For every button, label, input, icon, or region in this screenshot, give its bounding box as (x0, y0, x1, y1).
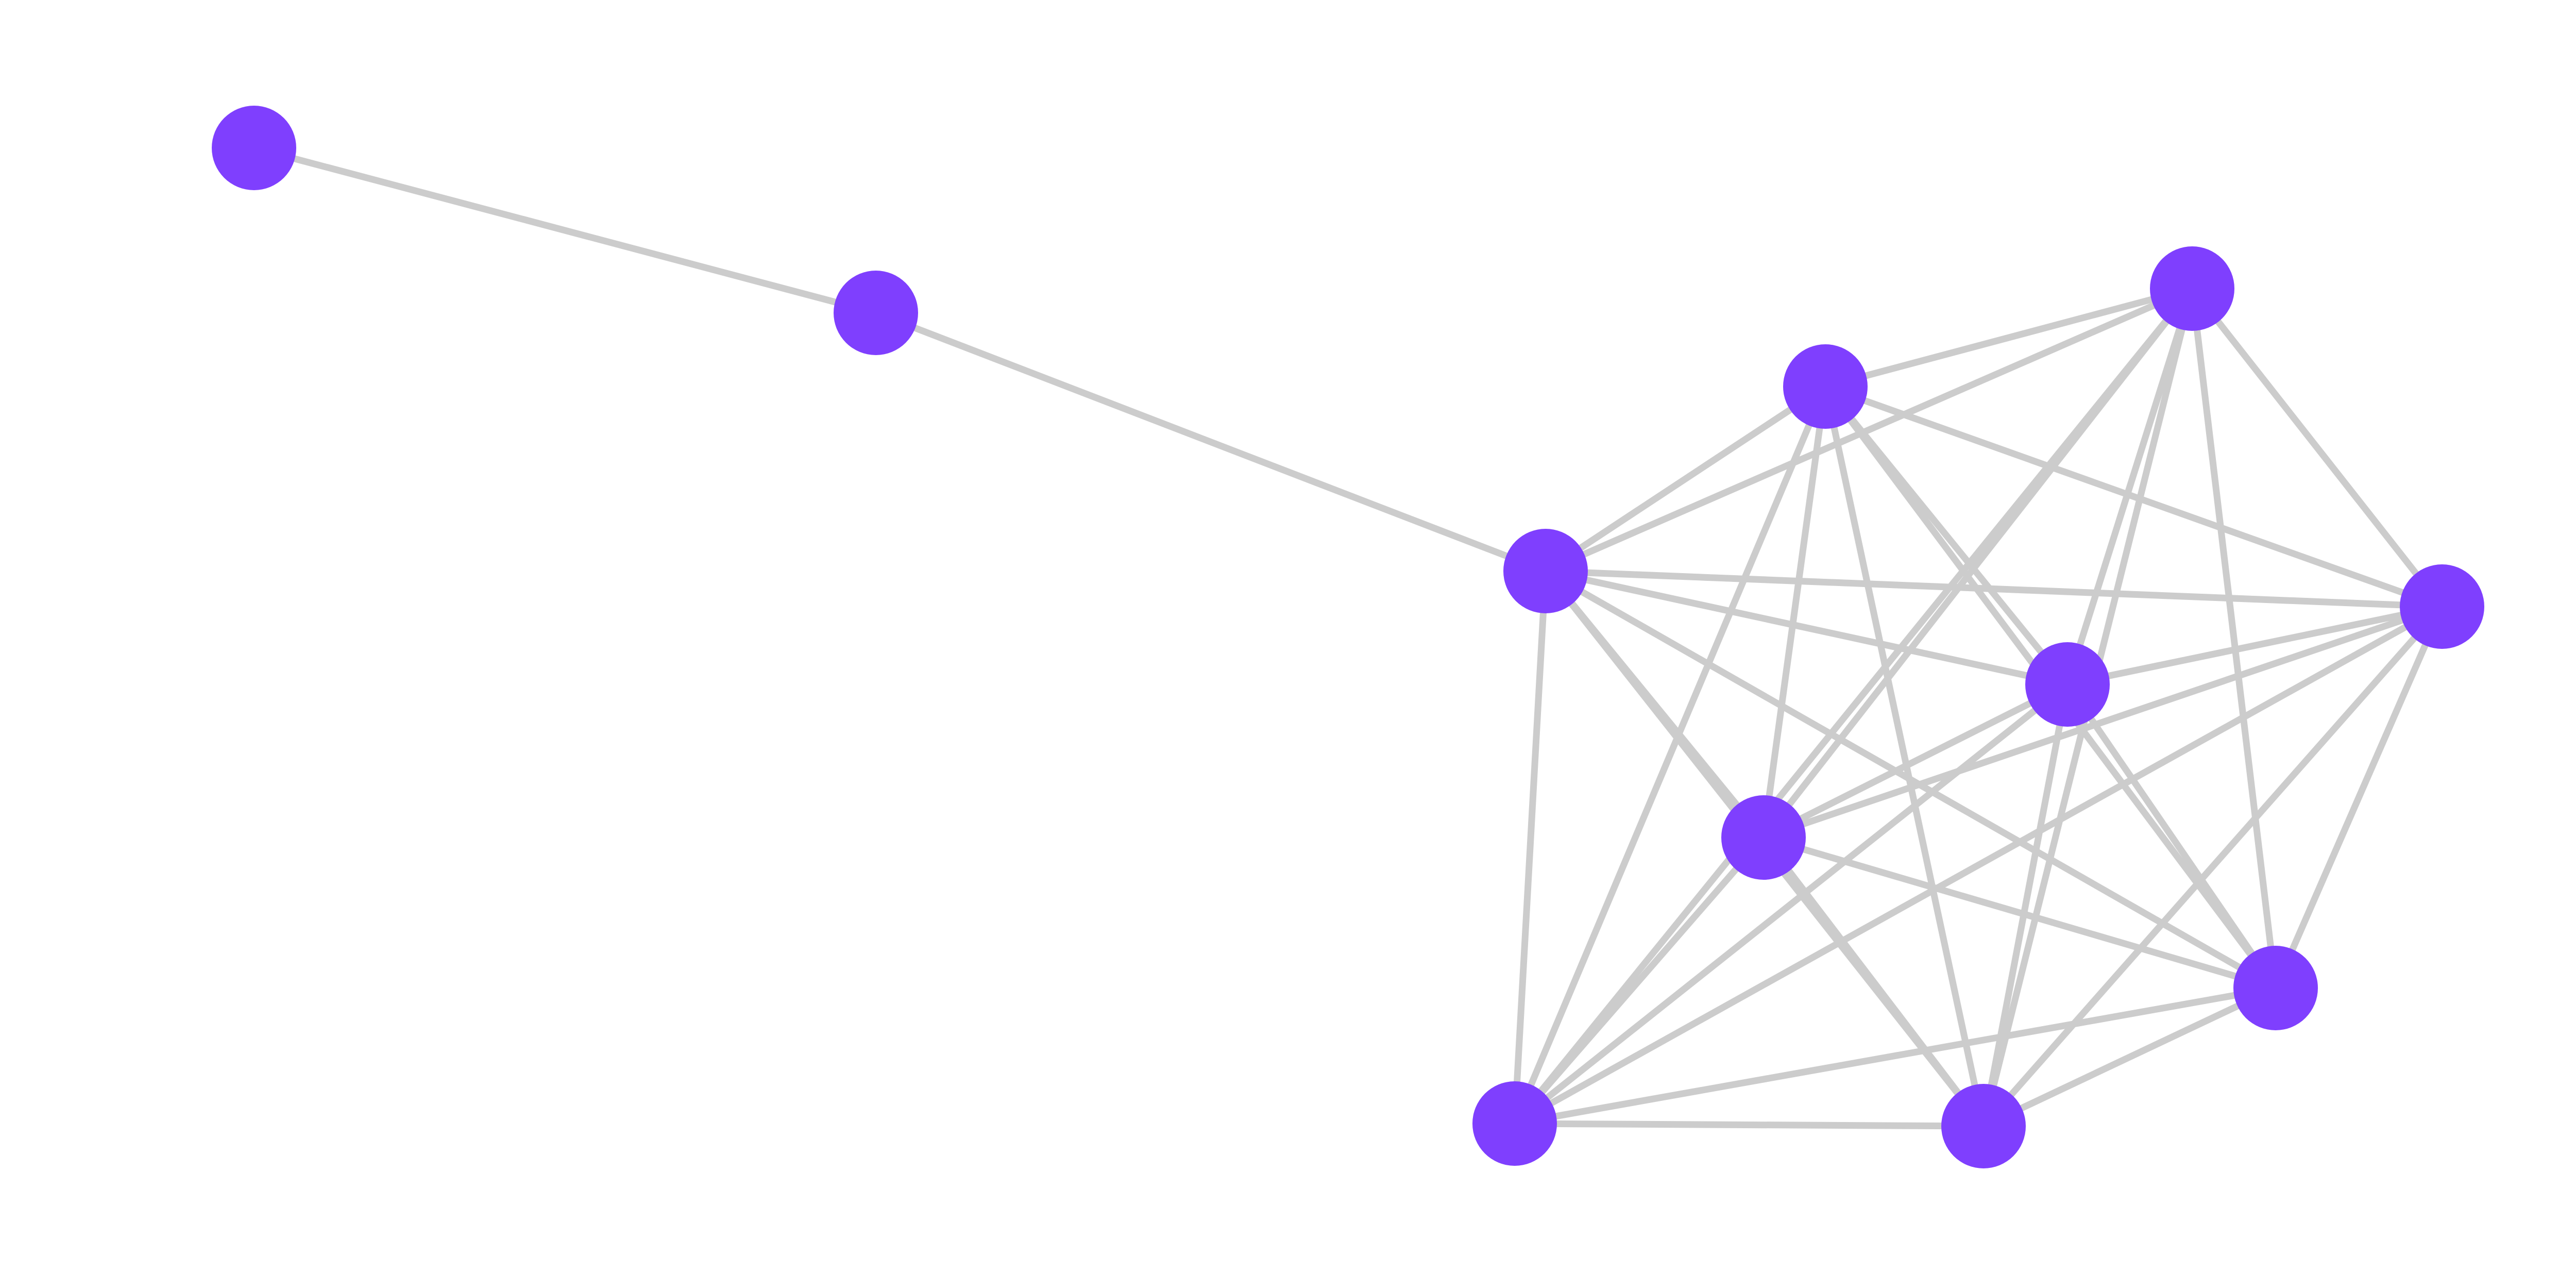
node-n5 (2150, 246, 2234, 331)
edge-n5-n7 (2064, 285, 2196, 688)
edge-n5-n6 (2189, 285, 2446, 610)
edge-n3-n10 (1511, 567, 1549, 1127)
edge-n8-n11 (1760, 834, 1987, 1130)
edge-n3-n7 (1542, 567, 2071, 688)
edge-n4-n5 (1822, 285, 2196, 390)
edge-n3-n4 (1542, 383, 1829, 575)
edge-n4-n8 (1760, 383, 1829, 841)
edge-n4-n11 (1822, 383, 1987, 1130)
node-n7 (2025, 642, 2110, 727)
node-n10 (1472, 1081, 1557, 1166)
edge-n7-n9 (2064, 681, 2279, 992)
node-n4 (1783, 344, 1868, 429)
edge-n7-n11 (1980, 681, 2071, 1130)
nodes-layer (212, 106, 2484, 1168)
node-n9 (2233, 946, 2318, 1030)
edge-n9-n11 (1980, 984, 2279, 1130)
edge-n4-n6 (1822, 383, 2446, 610)
edge-n6-n11 (1980, 603, 2446, 1130)
node-n6 (2400, 564, 2484, 649)
edge-n6-n7 (2064, 603, 2446, 688)
edge-n9-n10 (1511, 984, 2279, 1127)
edge-n3-n5 (1542, 285, 2196, 575)
node-n3 (1503, 529, 1588, 613)
node-n8 (1721, 795, 1806, 880)
node-n2 (834, 271, 918, 355)
edge-n6-n8 (1760, 603, 2446, 841)
edge-n5-n9 (2189, 285, 2279, 992)
node-n1 (212, 106, 296, 190)
edge-n6-n9 (2272, 603, 2446, 992)
edge-n6-n10 (1511, 603, 2446, 1127)
node-n11 (1941, 1084, 2026, 1168)
edge-n10-n11 (1511, 1120, 1987, 1130)
edge-n5-n10 (1511, 285, 2196, 1127)
edges-layer (250, 144, 2446, 1130)
edge-n8-n9 (1760, 834, 2279, 992)
edge-n7-n10 (1511, 681, 2071, 1127)
edge-n2-n3 (872, 309, 1549, 575)
edge-n8-n10 (1511, 834, 1767, 1127)
edge-n1-n2 (250, 144, 879, 316)
edge-n4-n10 (1511, 383, 1829, 1127)
edge-n7-n8 (1760, 681, 2071, 841)
